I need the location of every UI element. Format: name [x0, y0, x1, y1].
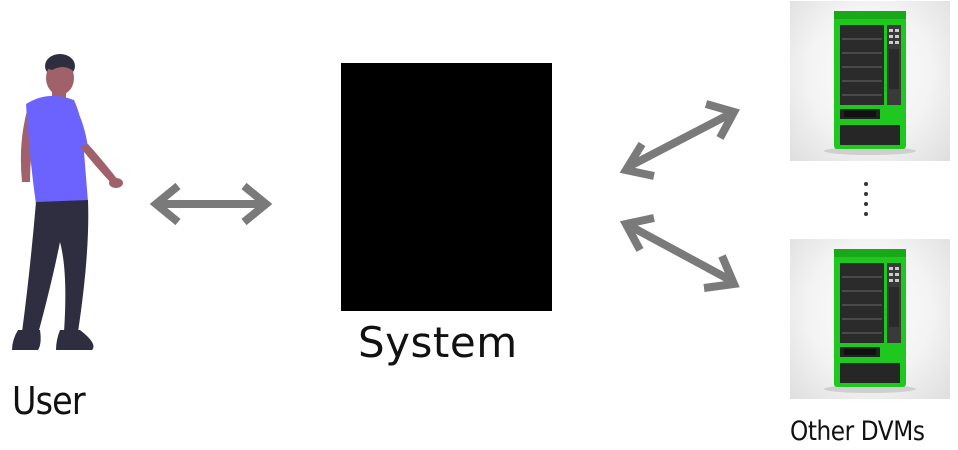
- vending-machine-icon: [824, 249, 916, 393]
- dvm-card-bottom: [790, 239, 950, 399]
- user-system-arrow-icon: [149, 182, 273, 226]
- system-label: System: [358, 318, 518, 367]
- user-icon: [12, 54, 123, 350]
- other-dvms-label: Other DVMs: [790, 416, 925, 447]
- ellipsis-vertical-icon: [864, 182, 868, 216]
- dvm-card-top: [790, 1, 950, 161]
- vending-machine-icon: [824, 11, 916, 155]
- system-dvm-top-arrow-icon: [619, 100, 740, 180]
- system-box: [341, 63, 552, 311]
- system-dvm-bottom-arrow-icon: [619, 214, 740, 292]
- user-label: User: [12, 379, 86, 423]
